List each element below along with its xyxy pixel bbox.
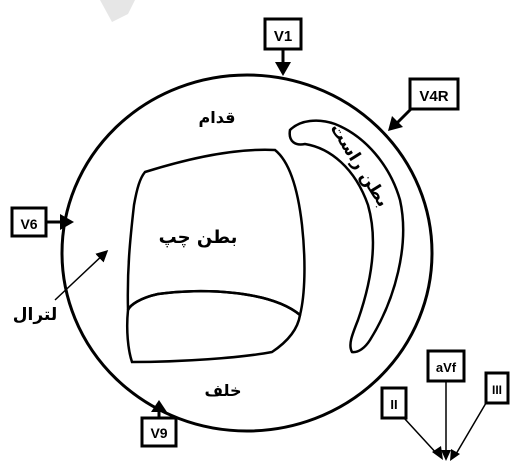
thorax-circle	[60, 73, 434, 433]
lead-ii-label: II	[390, 397, 397, 412]
lead-v9-arrowhead	[151, 400, 167, 412]
lead-ii-arrow	[403, 417, 439, 456]
label-lateral: لترال	[13, 305, 57, 325]
watermark-shape	[100, 0, 135, 22]
lead-v6-arrowhead	[60, 214, 74, 230]
lead-iii-label: III	[492, 383, 502, 397]
label-left-ventricle: بطن چپ	[159, 227, 238, 248]
lead-avf-label: aVf	[436, 360, 457, 375]
lead-v1-arrowhead	[275, 62, 291, 76]
lead-v4r-label: V4R	[419, 88, 448, 105]
left-ventricle-base	[125, 289, 302, 364]
lead-v9: V9	[140, 400, 178, 448]
lead-iii: III	[450, 371, 510, 461]
lead-avf: aVf	[426, 349, 466, 461]
lead-v4r-arrowhead	[388, 116, 403, 131]
lead-v4r-box	[408, 77, 460, 111]
lead-v1-label: V1	[274, 28, 292, 45]
lead-avf-box	[426, 349, 466, 383]
lead-avf-arrowhead	[441, 450, 451, 461]
lead-iii-arrow	[455, 402, 487, 455]
label-posterior: خلف	[204, 381, 241, 400]
lateral-arrow	[54, 249, 109, 301]
lead-iii-box	[484, 371, 510, 405]
lead-v6: V6	[10, 206, 74, 238]
lead-v1: V1	[263, 17, 303, 76]
right-ventricle-shape	[288, 119, 405, 354]
lead-v4r-arrow	[394, 106, 414, 126]
lead-ii: II	[380, 386, 443, 460]
label-anterior: قدام	[199, 108, 236, 127]
lead-v6-label: V6	[20, 216, 37, 232]
lead-iii-arrowhead	[450, 449, 460, 461]
lead-ii-box	[380, 386, 408, 420]
lead-v9-label: V9	[150, 425, 167, 441]
lead-ii-arrowhead	[432, 446, 443, 460]
lead-v4r: V4R	[388, 77, 460, 131]
